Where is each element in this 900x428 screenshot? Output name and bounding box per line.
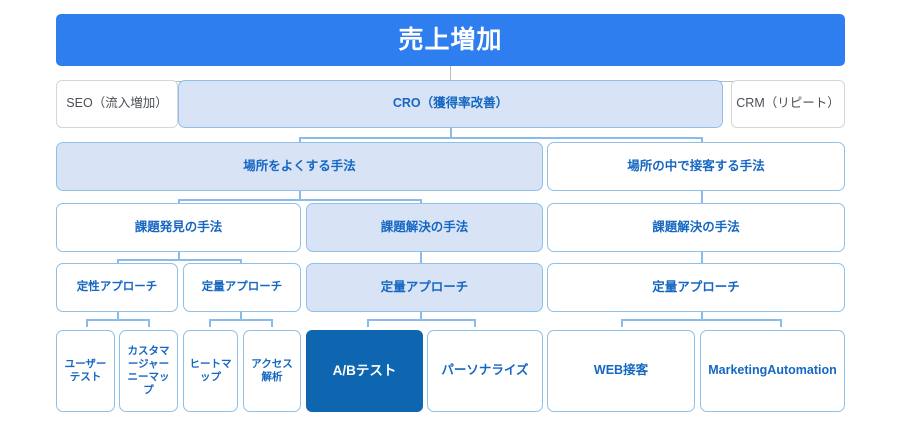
node-issue-solving-method-mid[interactable]: 課題解決の手法 <box>306 203 543 252</box>
connector-user-test-down <box>86 319 88 327</box>
node-label: 定性アプローチ <box>76 281 158 294</box>
node-web-sekkyaku[interactable]: WEB接客 <box>547 330 695 412</box>
node-label: 場所の中で接客する手法 <box>627 158 765 173</box>
connector-quantitative-a-bottom <box>240 311 242 320</box>
node-group-improve-place[interactable]: 場所をよくする手法 <box>56 142 543 191</box>
node-issue-solving-method-right[interactable]: 課題解決の手法 <box>547 203 845 252</box>
node-label: ユーザーテスト <box>64 358 107 383</box>
connector-group-left-bottom <box>299 190 301 200</box>
node-label: パーソナライズ <box>441 363 529 378</box>
connector-group-right-bottom <box>701 190 703 207</box>
node-heatmap[interactable]: ヒートマップ <box>183 330 238 412</box>
node-quantitative-approach-c[interactable]: 定量アプローチ <box>547 263 845 312</box>
node-label: 定量アプローチ <box>380 279 469 294</box>
node-label: アクセス解析 <box>251 358 293 383</box>
node-crm[interactable]: CRM（リピート） <box>731 80 845 128</box>
node-label: 課題解決の手法 <box>380 219 469 234</box>
node-ab-test[interactable]: A/Bテスト <box>306 330 423 412</box>
connector-level5-bus-quant-a <box>209 319 272 321</box>
node-label: MarketingAutomation <box>708 363 837 378</box>
connector-discover-bottom <box>178 251 180 260</box>
connector-cro-bottom <box>450 127 452 138</box>
connector-cjm-down <box>148 319 150 327</box>
node-issue-discovery-method[interactable]: 課題発見の手法 <box>56 203 301 252</box>
connector-level3-bus-left <box>178 199 421 201</box>
node-qualitative-approach[interactable]: 定性アプローチ <box>56 263 178 312</box>
connector-group-right-down <box>701 137 703 146</box>
connector-quantitative-c-bottom <box>701 311 703 320</box>
connector-level5-bus-quant-b <box>367 319 474 321</box>
node-root-sales-increase[interactable]: 売上増加 <box>56 14 845 66</box>
node-label: CRM（リピート） <box>736 96 840 111</box>
connector-access-down <box>271 319 273 327</box>
connector-level5-bus-qual <box>86 319 149 321</box>
node-label: 売上増加 <box>398 25 503 54</box>
node-label: カスタマージャーニーマップ <box>127 345 170 396</box>
connector-level2-bus <box>299 137 702 139</box>
connector-level4-bus-discover <box>117 259 240 261</box>
node-label: 場所をよくする手法 <box>243 158 356 173</box>
node-personalize[interactable]: パーソナライズ <box>427 330 543 412</box>
node-cro[interactable]: CRO（獲得率改善） <box>178 80 723 128</box>
node-label: 課題発見の手法 <box>134 219 223 234</box>
node-quantitative-approach-a[interactable]: 定量アプローチ <box>183 263 301 312</box>
node-label: 定量アプローチ <box>201 281 283 294</box>
connector-qualitative-bottom <box>117 311 119 320</box>
connector-personalize-down <box>474 319 476 327</box>
connector-marketing-automation-down <box>780 319 782 327</box>
node-group-serve-in-place[interactable]: 場所の中で接客する手法 <box>547 142 845 191</box>
connector-quantitative-b-bottom <box>420 311 422 320</box>
connector-solve-mid-bottom <box>420 251 422 267</box>
node-quantitative-approach-b[interactable]: 定量アプローチ <box>306 263 543 312</box>
node-user-test[interactable]: ユーザーテスト <box>56 330 115 412</box>
node-marketing-automation[interactable]: MarketingAutomation <box>700 330 845 412</box>
connector-level5-bus-quant-c <box>621 319 780 321</box>
node-access-analysis[interactable]: アクセス解析 <box>243 330 301 412</box>
node-label: A/Bテスト <box>332 362 397 378</box>
node-label: 課題解決の手法 <box>652 219 740 234</box>
node-label: ヒートマップ <box>189 358 232 383</box>
node-customer-journey-map[interactable]: カスタマージャーニーマップ <box>119 330 178 412</box>
connector-heatmap-down <box>209 319 211 327</box>
connector-abtest-down <box>367 319 369 327</box>
node-seo[interactable]: SEO（流入増加） <box>56 80 178 128</box>
connector-group-left-down <box>299 137 301 146</box>
connector-root-down <box>450 66 451 82</box>
node-label: WEB接客 <box>593 363 649 378</box>
node-label: SEO（流入増加） <box>66 96 168 111</box>
connector-solve-right-bottom <box>701 251 703 267</box>
connector-web-sekkyaku-down <box>621 319 623 327</box>
node-label: CRO（獲得率改善） <box>392 96 509 111</box>
node-label: 定量アプローチ <box>652 279 740 294</box>
